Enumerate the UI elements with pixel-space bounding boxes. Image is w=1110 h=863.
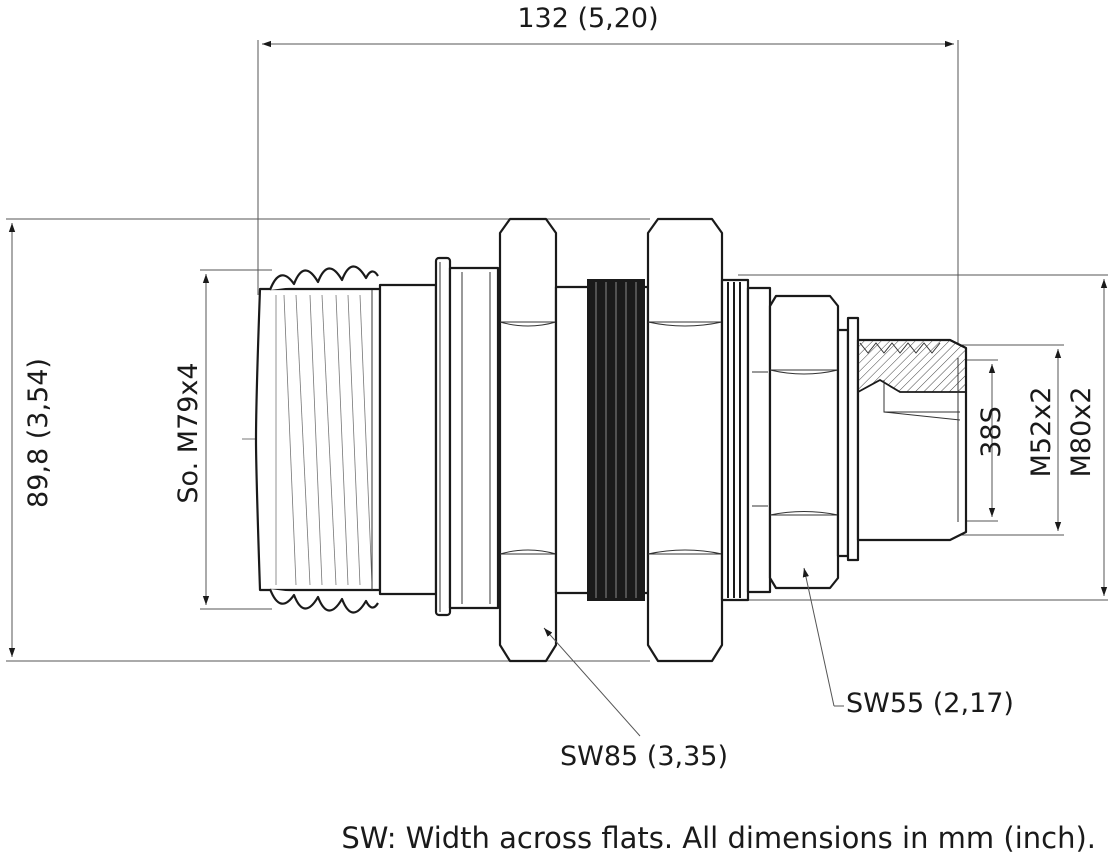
- dimension-body-thread: M80x2: [738, 274, 1108, 601]
- sw85-label: SW85 (3,35): [560, 741, 728, 772]
- leader-sw55: SW55 (2,17): [802, 567, 1014, 719]
- port-thread-label: M52x2: [1026, 387, 1057, 478]
- hex-nut-small: [768, 294, 840, 590]
- hex-nut-large-1: [498, 217, 558, 663]
- special-thread-label: So. M79x4: [173, 362, 204, 503]
- thread-section-right: [720, 278, 772, 602]
- tube-od-label: 38S: [976, 406, 1007, 458]
- dimension-port-thread: M52x2: [958, 344, 1064, 536]
- total-length-label: 132 (5,20): [517, 3, 658, 34]
- footnote: SW: Width across flats. All dimensions i…: [341, 821, 1096, 855]
- dimension-special-thread: So. M79x4: [173, 269, 272, 610]
- body-thread-label: M80x2: [1066, 387, 1097, 478]
- leader-sw85: SW85 (3,35): [543, 627, 728, 772]
- hex-nut-large-2: [646, 217, 724, 663]
- sw55-label: SW55 (2,17): [846, 688, 1014, 719]
- flange-diameter-label: 89,8 (3,54): [23, 358, 54, 508]
- threaded-body: [554, 279, 650, 601]
- dimension-total-length: 132 (5,20): [257, 3, 959, 343]
- dimension-flange-diameter: 89,8 (3,54): [6, 218, 650, 662]
- threaded-nozzle: [254, 265, 382, 614]
- neck-ring: [378, 256, 500, 617]
- outlet-port: [836, 316, 968, 562]
